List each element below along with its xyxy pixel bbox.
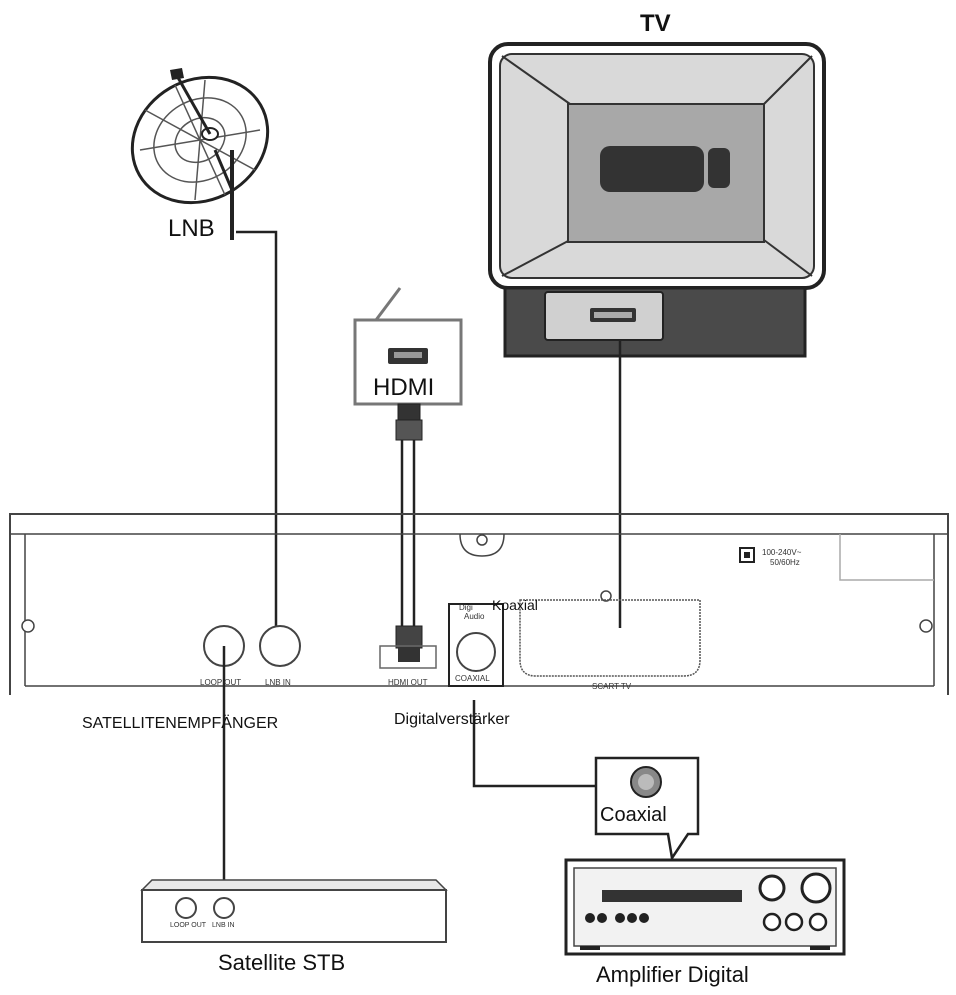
stb-loop-out-label: LOOP OUT — [170, 922, 207, 929]
digi-label: Digi — [459, 603, 473, 612]
satellite-stb-icon — [140, 879, 448, 943]
satellitenempfaenger-label: SATELLITENEMPFÄNGER — [82, 715, 279, 732]
coaxial-label: Coaxial — [600, 804, 667, 826]
lnb-label: LNB — [168, 215, 215, 242]
receiver-back-panel — [9, 513, 949, 695]
coaxial-port-label: COAXIAL — [455, 674, 490, 683]
koaxial-label: Koaxial — [492, 597, 538, 613]
satellite-dish-icon — [130, 68, 270, 240]
scart-tv-label: SCART TV — [592, 682, 632, 691]
power-label-1: 100-240V~ — [762, 548, 802, 557]
audio-label: Audio — [464, 612, 485, 621]
stb-lnb-in-label: LNB IN — [212, 922, 235, 929]
hdmi-label: HDMI — [373, 374, 435, 401]
tv-label: TV — [640, 10, 671, 37]
amplifier-icon — [564, 858, 846, 956]
loop-out-label: LOOP OUT — [200, 678, 242, 687]
tv-icon — [488, 42, 826, 358]
digitalverstaerker-label: Digitalverstärker — [394, 711, 510, 728]
power-label-2: 50/60Hz — [770, 558, 800, 567]
satellite-stb-label: Satellite STB — [218, 950, 346, 975]
hdmi-callout — [353, 287, 463, 406]
hdmi-cable — [395, 403, 423, 662]
lnb-in-label: LNB IN — [265, 678, 291, 687]
amplifier-digital-label: Amplifier Digital — [596, 962, 749, 987]
coaxial-callout — [594, 756, 700, 862]
hdmi-out-label: HDMI OUT — [388, 678, 428, 687]
